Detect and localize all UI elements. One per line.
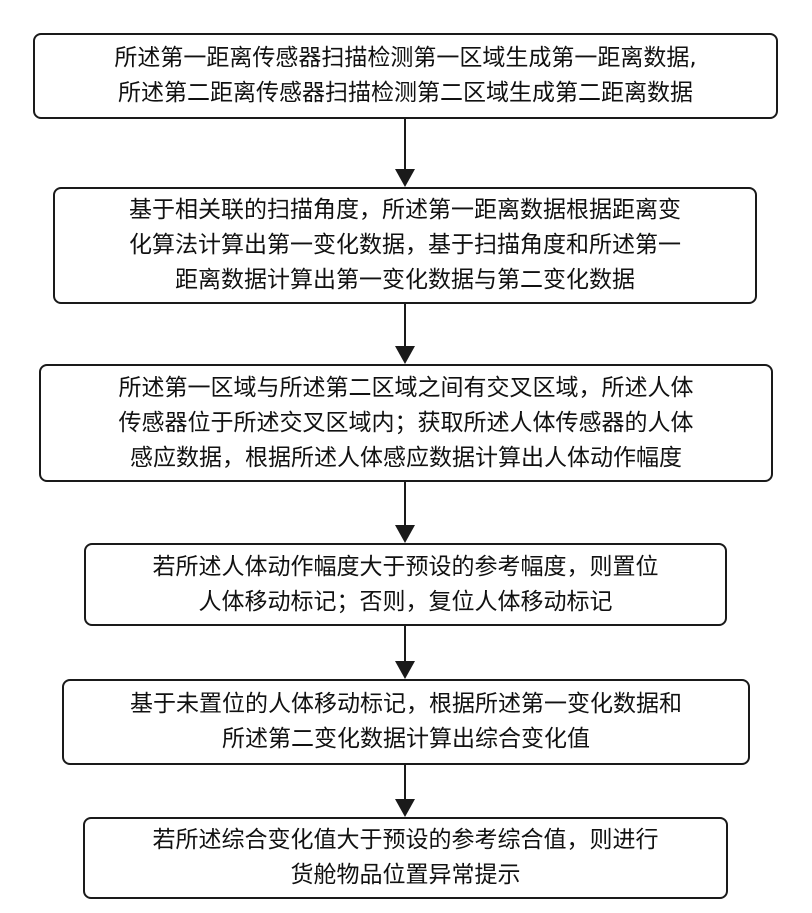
step-2-text: 基于相关联的扫描角度，所述第一距离数据根据距离变 化算法计算出第一变化数据，基于… [129,193,681,298]
step-2-line-3: 距离数据计算出第一变化数据与第二变化数据 [129,263,681,298]
step-1-box: 所述第一距离传感器扫描检测第一区域生成第一距离数据, 所述第二距离传感器扫描检测… [33,33,778,119]
arrow-5-to-6 [395,765,415,817]
step-3-line-2: 传感器位于所述交叉区域内；获取所述人体传感器的人体 [119,406,694,441]
step-6-line-1: 若所述综合变化值大于预设的参考综合值，则进行 [153,823,659,858]
arrow-3-shaft [404,482,406,527]
arrow-1-to-2 [395,119,415,187]
step-1-line-1: 所述第一距离传感器扫描检测第一区域生成第一距离数据, [114,41,696,76]
step-2-line-1: 基于相关联的扫描角度，所述第一距离数据根据距离变 [129,193,681,228]
step-3-text: 所述第一区域与所述第二区域之间有交叉区域，所述人体 传感器位于所述交叉区域内；获… [119,371,694,476]
arrow-2-to-3 [395,304,415,364]
arrow-4-head [395,661,415,679]
step-2-line-2: 化算法计算出第一变化数据，基于扫描角度和所述第一 [129,228,681,263]
arrow-3-head [395,525,415,543]
step-3-line-3: 感应数据，根据所述人体感应数据计算出人体动作幅度 [119,441,694,476]
step-1-line-2: 所述第二距离传感器扫描检测第二区域生成第二距离数据 [114,76,696,111]
step-6-box: 若所述综合变化值大于预设的参考综合值，则进行 货舱物品位置异常提示 [83,817,728,899]
step-4-line-1: 若所述人体动作幅度大于预设的参考幅度，则置位 [153,550,659,585]
step-5-box: 基于未置位的人体移动标记，根据所述第一变化数据和 所述第二变化数据计算出综合变化… [62,679,750,765]
arrow-2-shaft [404,304,406,348]
arrow-4-to-5 [395,626,415,679]
arrow-3-to-4 [395,482,415,543]
step-1-text: 所述第一距离传感器扫描检测第一区域生成第一距离数据, 所述第二距离传感器扫描检测… [114,41,696,111]
step-6-text: 若所述综合变化值大于预设的参考综合值，则进行 货舱物品位置异常提示 [153,823,659,893]
step-5-line-1: 基于未置位的人体移动标记，根据所述第一变化数据和 [130,687,682,722]
step-5-text: 基于未置位的人体移动标记，根据所述第一变化数据和 所述第二变化数据计算出综合变化… [130,687,682,757]
step-3-box: 所述第一区域与所述第二区域之间有交叉区域，所述人体 传感器位于所述交叉区域内；获… [39,364,773,482]
arrow-4-shaft [404,626,406,663]
step-5-line-2: 所述第二变化数据计算出综合变化值 [130,722,682,757]
arrow-1-head [395,169,415,187]
step-4-text: 若所述人体动作幅度大于预设的参考幅度，则置位 人体移动标记；否则，复位人体移动标… [153,550,659,620]
step-3-line-1: 所述第一区域与所述第二区域之间有交叉区域，所述人体 [119,371,694,406]
arrow-5-shaft [404,765,406,801]
step-4-box: 若所述人体动作幅度大于预设的参考幅度，则置位 人体移动标记；否则，复位人体移动标… [84,543,727,626]
step-2-box: 基于相关联的扫描角度，所述第一距离数据根据距离变 化算法计算出第一变化数据，基于… [53,187,757,304]
step-6-line-2: 货舱物品位置异常提示 [153,858,659,893]
arrow-2-head [395,346,415,364]
step-4-line-2: 人体移动标记；否则，复位人体移动标记 [153,585,659,620]
arrow-1-shaft [404,119,406,171]
arrow-5-head [395,799,415,817]
